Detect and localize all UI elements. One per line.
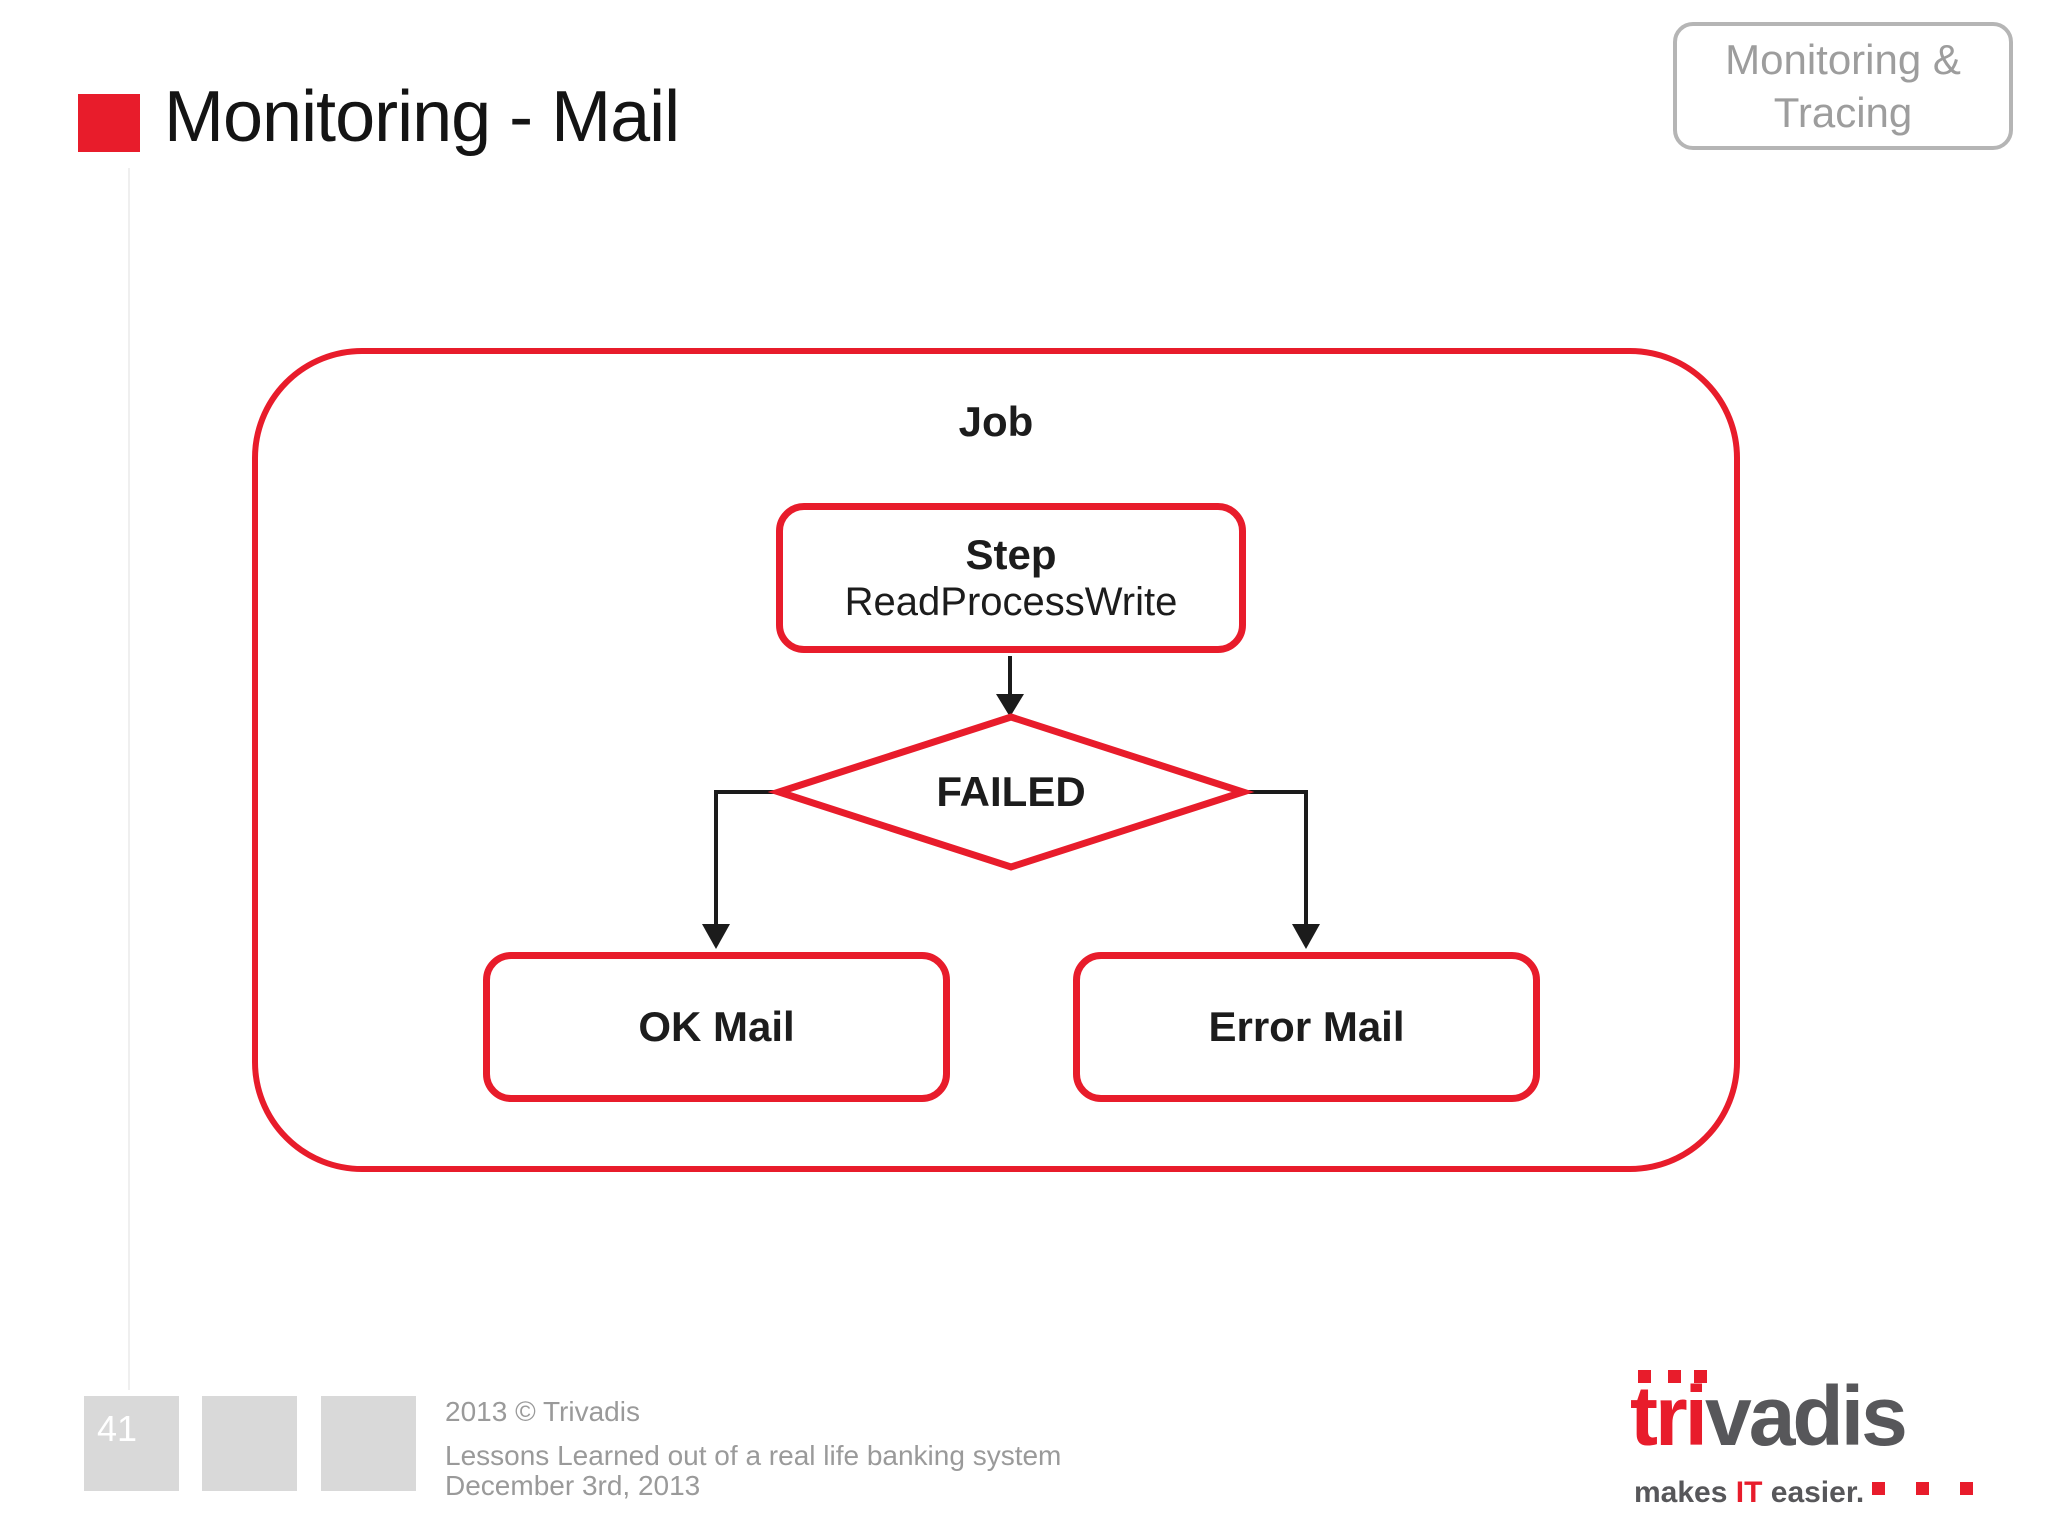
step-node-subtitle: ReadProcessWrite [844, 580, 1178, 625]
section-badge: Monitoring & Tracing [1673, 22, 2013, 150]
footer-square-2 [202, 1396, 297, 1491]
logo-dot-icon [1668, 1370, 1681, 1383]
step-node-title: Step [965, 530, 1057, 578]
error-mail-label: Error Mail [1208, 1003, 1405, 1050]
logo-dot-icon [1638, 1370, 1651, 1383]
logo-text-red: tri [1630, 1369, 1708, 1463]
footer-square-1 [84, 1396, 179, 1491]
left-divider-line [128, 168, 130, 1390]
decision-label: FAILED [936, 768, 1086, 815]
logo-text-gray: vadis [1705, 1369, 1908, 1463]
ok-mail-label: OK Mail [638, 1003, 795, 1050]
job-label: Job [958, 398, 1034, 445]
page-number: 41 [97, 1408, 138, 1449]
tagline-pre: makes [1634, 1476, 1736, 1509]
error-mail-node: Error Mail [1073, 952, 1540, 1102]
ok-mail-node: OK Mail [483, 952, 950, 1102]
section-badge-line1: Monitoring & [1725, 35, 1961, 83]
logo-dot-icon [1872, 1482, 1885, 1495]
trivadis-logo: trivadis makes IT easier. [1620, 1360, 2030, 1520]
footer-copyright: 2013 © Trivadis [445, 1396, 640, 1427]
tagline-accent: IT [1735, 1476, 1763, 1509]
tagline-post: easier. [1762, 1476, 1865, 1509]
logo-tagline: makes IT easier. [1634, 1476, 1864, 1510]
section-badge-line2: Tracing [1773, 89, 1913, 136]
job-container-box [252, 348, 1740, 1172]
title-bullet-square [78, 94, 140, 152]
trivadis-logo-wordmark: trivadis [1630, 1374, 1908, 1458]
footer-date: December 3rd, 2013 [445, 1470, 701, 1501]
footer-square-3 [321, 1396, 416, 1491]
logo-dot-icon [1960, 1482, 1973, 1495]
logo-dot-icon [1694, 1370, 1707, 1383]
page-title: Monitoring - Mail [164, 77, 680, 157]
footer-description: Lessons Learned out of a real life banki… [445, 1440, 1062, 1471]
logo-dot-icon [1916, 1482, 1929, 1495]
step-node: Step ReadProcessWrite [776, 503, 1246, 653]
